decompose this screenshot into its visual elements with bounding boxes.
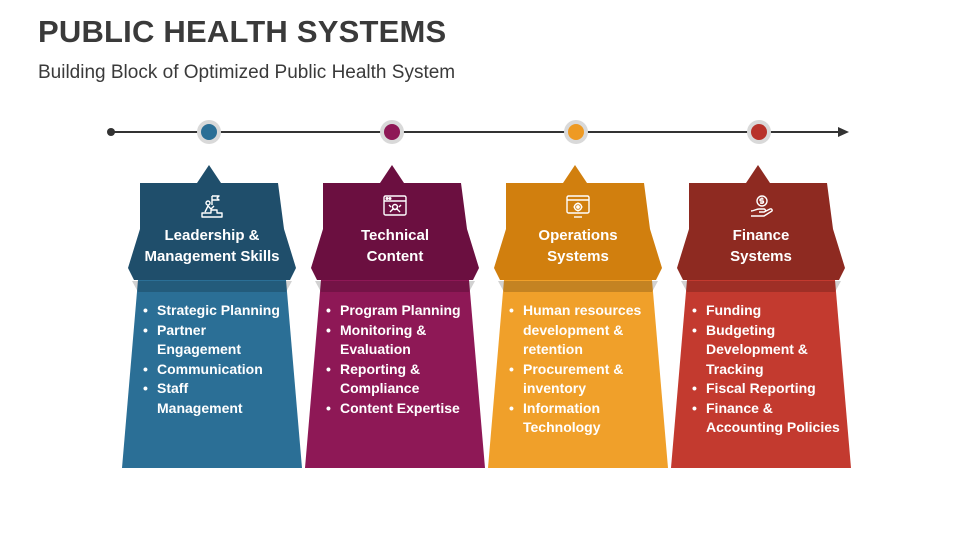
bullet-list: FundingBudgetingDevelopment & TrackingFis… [691,301,849,438]
bullet-item: Funding [691,301,849,321]
block-3: OperationsSystemsHuman resources developm… [488,165,668,470]
bullet-text: development & [523,321,624,338]
timeline-arrow-head [838,127,849,137]
timeline-milestone-3 [564,120,588,144]
bullet-text: Procurement & [523,360,624,377]
bullet-text: Management [157,399,243,416]
timeline [107,120,849,144]
bullet-text: Evaluation [340,341,411,357]
bullet-text: Tracking [706,360,764,377]
block-2: TechnicalContentProgram PlanningMonitori… [305,165,485,470]
bullet-list: Human resources development & retentionPro… [508,301,666,438]
bullet-text: Accounting Policies [706,419,840,435]
bullet-text: retention [523,341,583,357]
bullet-item: Communication [142,360,300,380]
block-title-line: Systems [730,248,792,265]
bullet-list: Program PlanningMonitoring & EvaluationRe… [325,301,483,418]
technical-content-icon [383,195,407,216]
bullet-text: Compliance [340,380,420,396]
bullet-text: Staff [157,380,189,396]
bullet-list: Strategic PlanningPartnerEngagementCommu… [142,301,300,418]
bullet-text: Reporting & [340,360,421,377]
finance-icon [750,195,773,217]
bullet-item: Reporting & Compliance [325,360,483,399]
timeline-milestone-4 [747,120,771,144]
bullet-text: Human resources [523,302,642,318]
bullet-text: Finance & [706,399,773,416]
timeline-milestone-2 [380,120,404,144]
block-title-line: Leadership & [164,227,260,244]
bullet-text: Technology [523,419,601,435]
bullet-text: Funding [706,302,762,318]
bullet-text: Program Planning [340,302,461,318]
block-title-line: Content [366,248,424,265]
bullet-text: Engagement [157,341,242,357]
bullet-item: Fiscal Reporting [691,379,849,399]
bullet-text: Monitoring & [340,321,427,338]
bullet-item: Finance & Accounting Policies [691,399,849,438]
block-1: Leadership & Management SkillsStrategic P… [122,165,302,470]
bullet-text: Communication [157,360,263,377]
block-title-line: Management Skills [144,248,280,265]
bullet-text: Budgeting [706,321,776,338]
bullet-item: Content Expertise [325,399,483,419]
timeline-start-dot [107,128,115,136]
page-title: PUBLIC HEALTH SYSTEMS [38,14,447,49]
bullet-item: Human resources development & retention [508,301,666,360]
bullet-text: Content Expertise [340,399,460,416]
operations-icon [566,195,590,218]
leadership-icon [201,195,223,218]
bullet-item: Strategic Planning [142,301,300,321]
block-title-line: Technical [360,227,430,244]
block-4: FinanceSystemsFundingBudgetingDevelopmen… [671,165,851,470]
block-title: Leadership & Management Skills [122,225,302,267]
bullet-text: Information [523,399,600,416]
bullet-item: Program Planning [325,301,483,321]
bullet-text: Fiscal Reporting [706,380,816,396]
bullet-text: Strategic Planning [157,302,280,318]
bullet-item: Procurement & inventory [508,360,666,399]
bullet-item: Monitoring & Evaluation [325,321,483,360]
bullet-text: Development & [706,341,808,357]
bullet-text: inventory [523,380,587,396]
block-title-line: Systems [547,248,609,265]
page-subtitle: Building Block of Optimized Public Healt… [38,62,456,83]
block-title-line: Finance [732,227,790,244]
block-title-line: Operations [538,227,618,244]
bullet-text: Partner [157,321,207,338]
timeline-milestone-1 [197,120,221,144]
